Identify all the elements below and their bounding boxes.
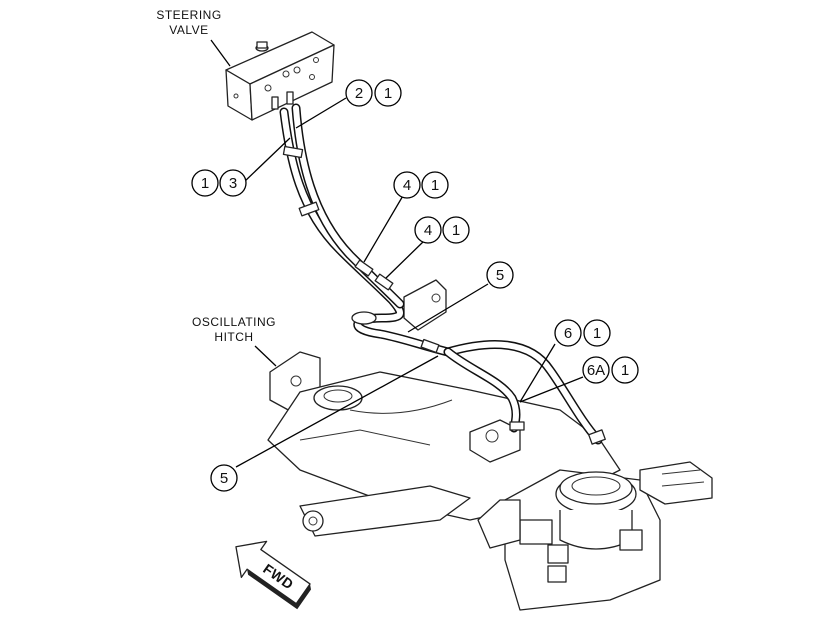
callout-5-bottom: 5 <box>210 464 238 492</box>
callout-qty: 1 <box>593 325 601 342</box>
callout-2-1: 2 1 <box>345 79 402 107</box>
leader-6a-1 <box>519 376 584 403</box>
callout-qty: 1 <box>452 222 460 239</box>
callout-qty: 1 <box>384 85 392 102</box>
callout-qty: 1 <box>431 177 439 194</box>
fwd-arrow: FWD <box>235 540 311 610</box>
callout-item: 4 <box>403 177 411 194</box>
callout-qty: 1 <box>621 362 629 379</box>
steering-valve-label-line2: VALVE <box>169 23 208 37</box>
oscillating-hitch <box>267 279 621 537</box>
callout-1-3: 1 3 <box>191 169 247 197</box>
axle-assembly <box>477 461 713 611</box>
callout-item: 1 <box>201 175 209 192</box>
steering-valve-label-line1: STEERING <box>156 8 221 22</box>
callout-6a-1: 6A 1 <box>582 356 639 384</box>
hitch-leader <box>254 345 277 367</box>
callout-6-1: 6 1 <box>554 319 611 347</box>
leader-4-1a <box>363 193 405 263</box>
callout-item: 6A <box>587 362 605 379</box>
callout-4-1b: 4 1 <box>414 216 470 244</box>
callout-item: 5 <box>220 470 228 487</box>
leader-5-bottom <box>235 355 439 468</box>
leader-4-1b <box>385 239 426 279</box>
callout-item: 5 <box>496 267 504 284</box>
steering-valve-leader <box>210 39 231 67</box>
callout-4-1a: 4 1 <box>393 171 449 199</box>
hitch-label-line1: OSCILLATING <box>192 315 276 329</box>
hitch-label-line2: HITCH <box>214 330 253 344</box>
hose-assembly <box>279 103 606 445</box>
callout-qty: 3 <box>229 175 237 192</box>
callout-item: 6 <box>564 325 572 342</box>
callout-item: 4 <box>424 222 432 239</box>
steering-valve <box>225 31 335 121</box>
leader-6-1 <box>519 343 556 403</box>
leader-2-1 <box>295 97 347 129</box>
callout-5-top: 5 <box>486 261 514 289</box>
callout-item: 2 <box>355 85 363 102</box>
leader-5-top <box>407 283 489 333</box>
leader-1-3 <box>243 137 291 183</box>
